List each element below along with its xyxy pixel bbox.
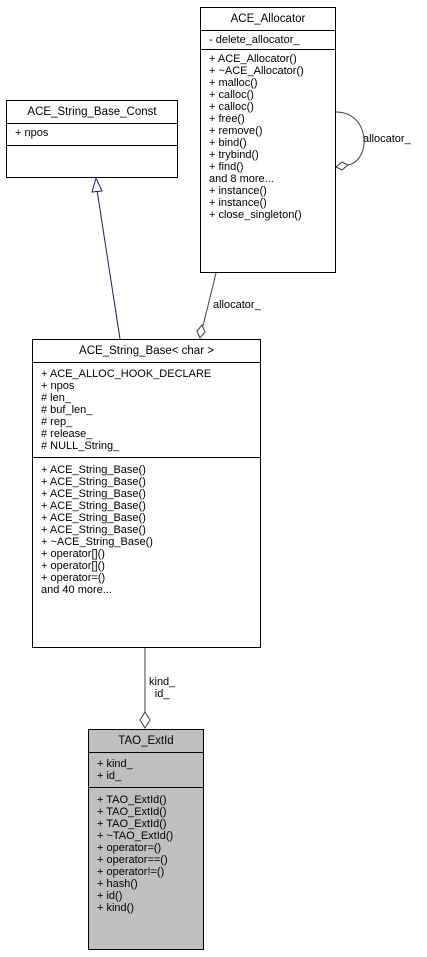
operation: + ACE_String_Base() [41,488,146,500]
attribute: # buf_len_ [41,404,93,416]
operation: + operator==() [97,854,168,866]
operation: + ACE_String_Base() [41,476,146,488]
node-title: TAO_ExtId [89,730,203,753]
attribute: # rep_ [41,416,73,428]
operations-section: + ACE_String_Base() + ACE_String_Base() … [33,457,260,599]
allocator-diamond [196,324,206,339]
operation: + ~ACE_Allocator() [209,65,304,77]
attribute: # NULL_String_ [41,440,120,452]
operations-section: + ACE_Allocator() + ~ACE_Allocator() + m… [201,49,335,224]
allocator-edge [202,272,217,327]
operation: + remove() [209,125,263,137]
attribute: + kind_ [97,758,133,770]
operation: + malloc() [209,77,258,89]
operation: + calloc() [209,89,254,101]
kind-id-label: kind_ id_ [149,676,175,700]
operation: + calloc() [209,101,254,113]
node-title: ACE_Allocator [201,8,335,31]
operation: + bind() [209,137,247,149]
operation: + free() [209,113,245,125]
operation: + ~ACE_String_Base() [41,536,153,548]
operation: + trybind() [209,149,259,161]
operation: + TAO_ExtId() [97,818,167,830]
operation: + close_singleton() [209,209,302,221]
operation: + operator=() [97,842,162,854]
inheritance-edge [96,189,121,340]
operation: + hash() [97,878,138,890]
operation: + ACE_Allocator() [209,53,297,65]
operation: + operator=() [41,572,106,584]
operation: + ACE_String_Base() [41,464,146,476]
attributes-section: + ACE_ALLOC_HOOK_DECLARE + npos # len_ #… [33,363,260,457]
allocator-self-diamond [335,161,349,171]
operations-section [7,145,177,176]
kind-id-diamond [139,711,151,729]
operation: + ACE_String_Base() [41,500,146,512]
operation: + instance() [209,197,267,209]
operation: + operator!=() [97,866,165,878]
node-title: ACE_String_Base< char > [33,340,260,363]
allocator-self-edge [335,111,365,166]
ace-string-base-const-node[interactable]: ACE_String_Base_Const + npos [6,100,178,178]
ace-allocator-node[interactable]: ACE_Allocator - delete_allocator_ + ACE_… [200,7,336,273]
attribute: # release_ [41,428,93,440]
attribute: - delete_allocator_ [209,34,300,46]
operation: + ACE_String_Base() [41,524,146,536]
attribute: + id_ [97,770,122,782]
operation: + instance() [209,185,267,197]
attribute: # len_ [41,392,71,404]
ace-string-base-node[interactable]: ACE_String_Base< char > + ACE_ALLOC_HOOK… [32,339,261,648]
kind-label: kind_ [149,676,176,688]
attributes-section: + npos [7,124,177,145]
operation: + operator[]() [41,560,105,572]
tao-extid-node[interactable]: TAO_ExtId + kind_ + id_ + TAO_ExtId() + … [88,729,204,950]
allocator-self-label: allocator_ [363,133,411,145]
attribute: + ACE_ALLOC_HOOK_DECLARE [41,368,212,380]
id-label: id_ [154,688,170,700]
attribute: + npos [15,127,49,139]
operation: + ~TAO_ExtId() [97,830,174,842]
inheritance-arrowhead [91,176,103,193]
operation-more: and 40 more... [41,584,112,596]
operation: + TAO_ExtId() [97,806,167,818]
operation: + ACE_String_Base() [41,512,146,524]
operation: + find() [209,161,244,173]
attributes-section: + kind_ + id_ [89,753,203,787]
operations-section: + TAO_ExtId() + TAO_ExtId() + TAO_ExtId(… [89,787,203,917]
node-title: ACE_String_Base_Const [7,101,177,124]
operation: + TAO_ExtId() [97,794,167,806]
operation: + kind() [97,902,134,914]
operation: + operator[]() [41,548,105,560]
attributes-section: - delete_allocator_ [201,31,335,49]
attribute: + npos [41,380,75,392]
operation-more: and 8 more... [209,173,274,185]
operation: + id() [97,890,123,902]
allocator-label: allocator_ [213,299,261,311]
